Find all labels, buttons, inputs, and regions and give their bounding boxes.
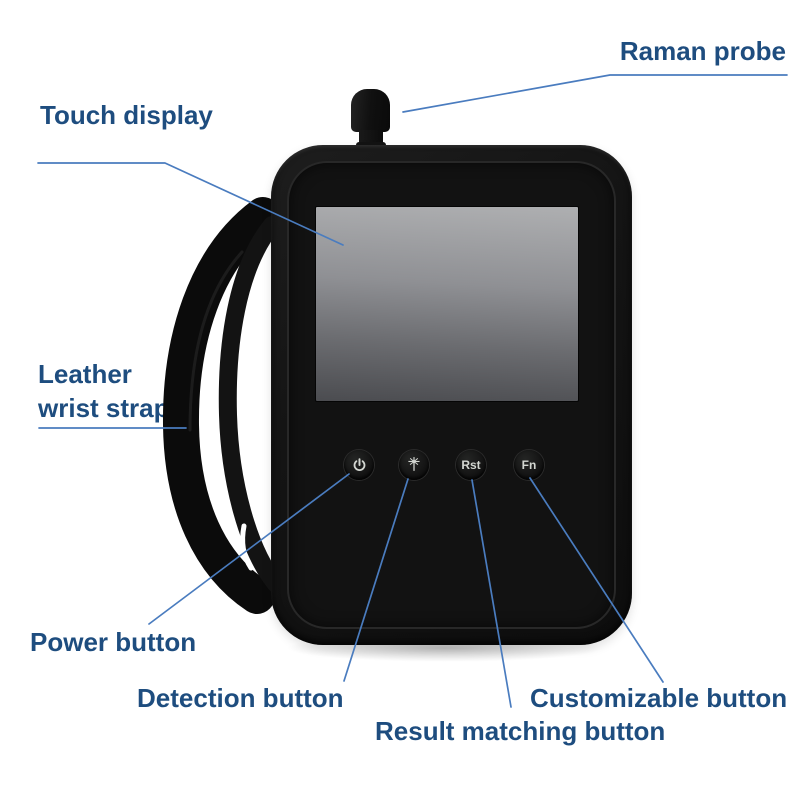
label-leather-wrist-strap-line1: Leather <box>38 359 132 389</box>
strap-edge-highlight <box>188 250 244 432</box>
strap-inner-band <box>218 216 285 593</box>
power-button[interactable] <box>344 450 374 480</box>
touch-screen[interactable] <box>315 206 579 402</box>
label-detection-button: Detection button <box>137 683 344 713</box>
power-icon <box>353 457 365 471</box>
label-leather-wrist-strap: Leather wrist strap <box>38 357 170 425</box>
label-touch-display: Touch display <box>40 100 213 130</box>
result-matching-button[interactable]: Rst <box>456 450 486 480</box>
raman-probe-neck <box>359 130 383 145</box>
result-matching-button-label: Rst <box>461 458 481 472</box>
customizable-button[interactable]: Fn <box>514 450 544 480</box>
strap-gap-upper <box>244 385 253 428</box>
label-customizable-button: Customizable button <box>530 683 788 713</box>
laser-burst-icon <box>408 457 420 471</box>
detection-button[interactable] <box>399 450 429 480</box>
raman-probe-cap <box>351 89 390 132</box>
label-power-button: Power button <box>30 627 197 657</box>
label-leather-wrist-strap-line2: wrist strap <box>38 393 170 423</box>
label-result-matching-button: Result matching button <box>375 716 666 746</box>
customizable-button-label: Fn <box>521 458 537 472</box>
device-body: Rst Fn <box>271 145 632 645</box>
label-raman-probe: Raman probe <box>619 36 786 66</box>
